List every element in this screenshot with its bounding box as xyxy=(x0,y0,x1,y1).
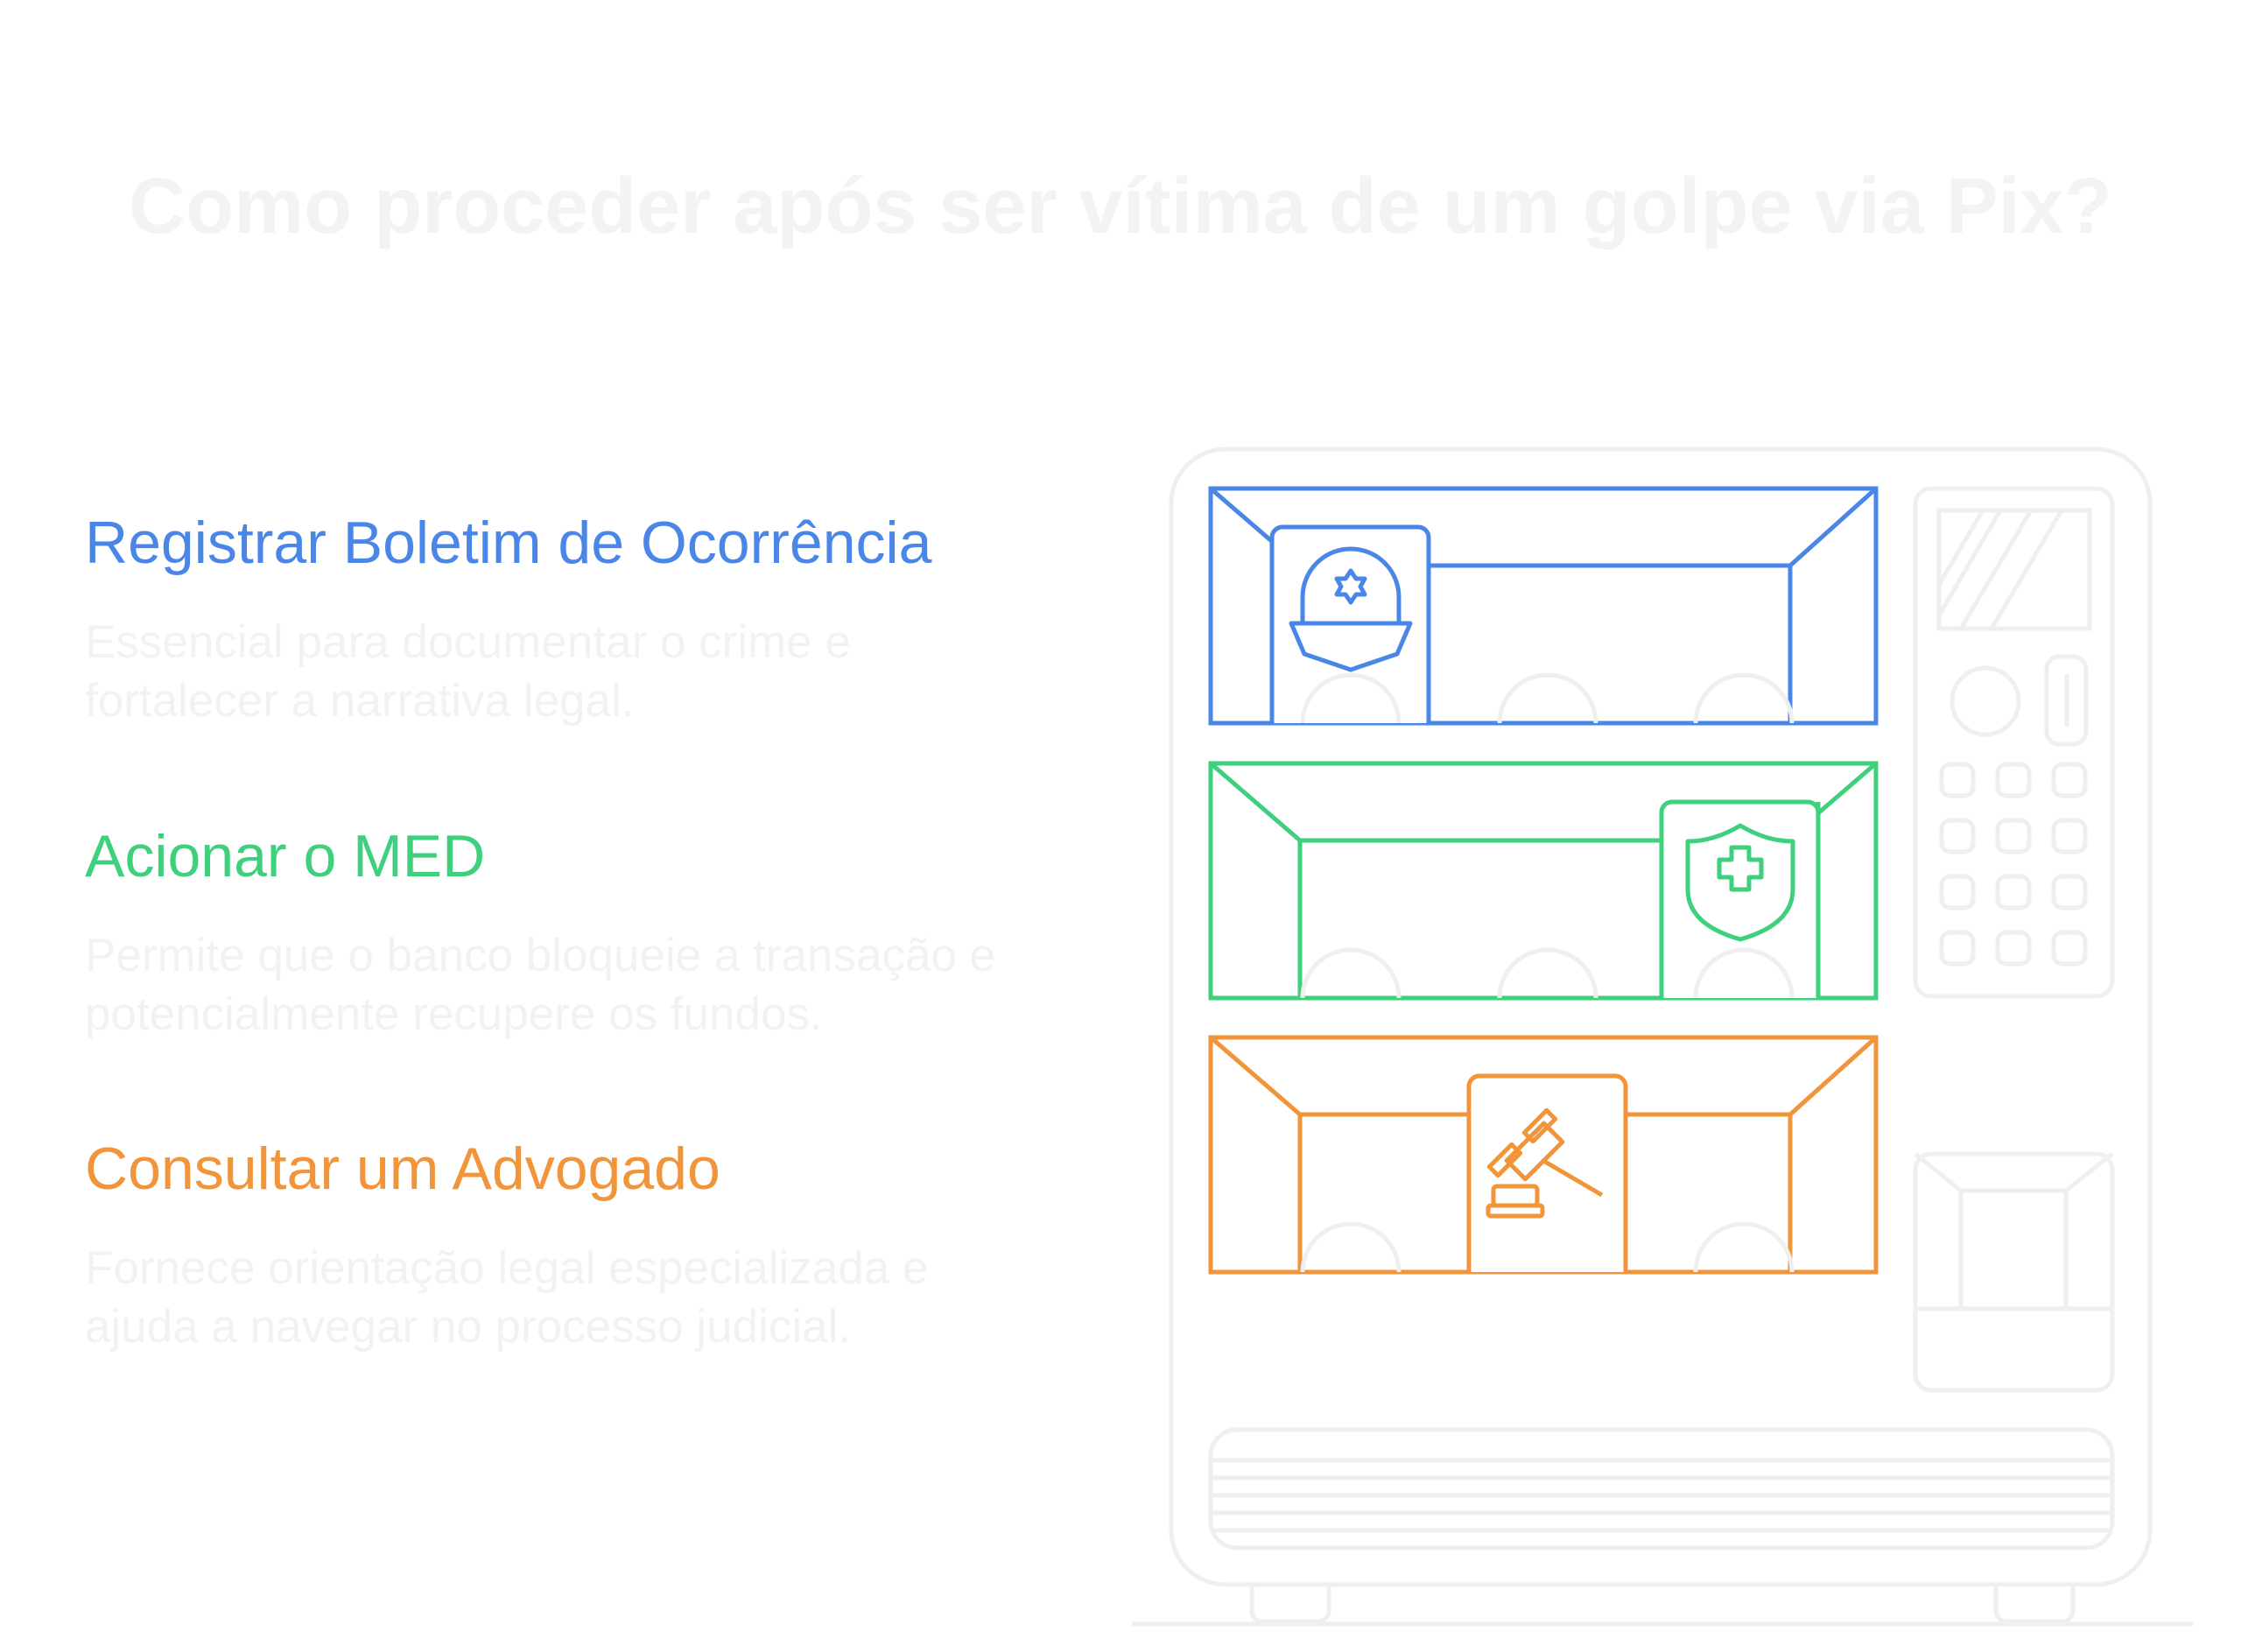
shelf-med xyxy=(1208,761,1879,1001)
step-lawyer: Consultar um Advogado Fornece orientação… xyxy=(85,1134,1048,1356)
display-screen xyxy=(1936,508,2092,631)
step-title: Consultar um Advogado xyxy=(85,1135,720,1202)
gavel-icon xyxy=(1486,1107,1604,1219)
step-police-report: Registrar Boletim de Ocorrência Essencia… xyxy=(85,508,1048,730)
keypad xyxy=(1939,762,2088,967)
card-slot xyxy=(2044,654,2089,747)
step-title: Acionar o MED xyxy=(85,823,486,889)
page-title: Como proceder após ser vítima de um golp… xyxy=(129,163,2112,250)
coin-slot xyxy=(1949,665,2021,737)
step-med: Acionar o MED Permite que o banco bloque… xyxy=(85,821,1048,1044)
dispense-box xyxy=(1913,1151,2115,1393)
vent xyxy=(1208,1427,2115,1550)
step-description: Permite que o banco bloqueie a transação… xyxy=(85,930,996,1040)
step-title: Registrar Boletim de Ocorrência xyxy=(85,510,932,576)
step-description: Fornece orientação legal especializada e… xyxy=(85,1242,929,1353)
police-cap-icon xyxy=(1289,546,1413,672)
machine-body xyxy=(1132,446,2193,1627)
shield-cross-icon xyxy=(1685,823,1795,942)
step-description: Essencial para documentar o crime e fort… xyxy=(85,616,851,727)
control-panel xyxy=(1913,486,2115,999)
